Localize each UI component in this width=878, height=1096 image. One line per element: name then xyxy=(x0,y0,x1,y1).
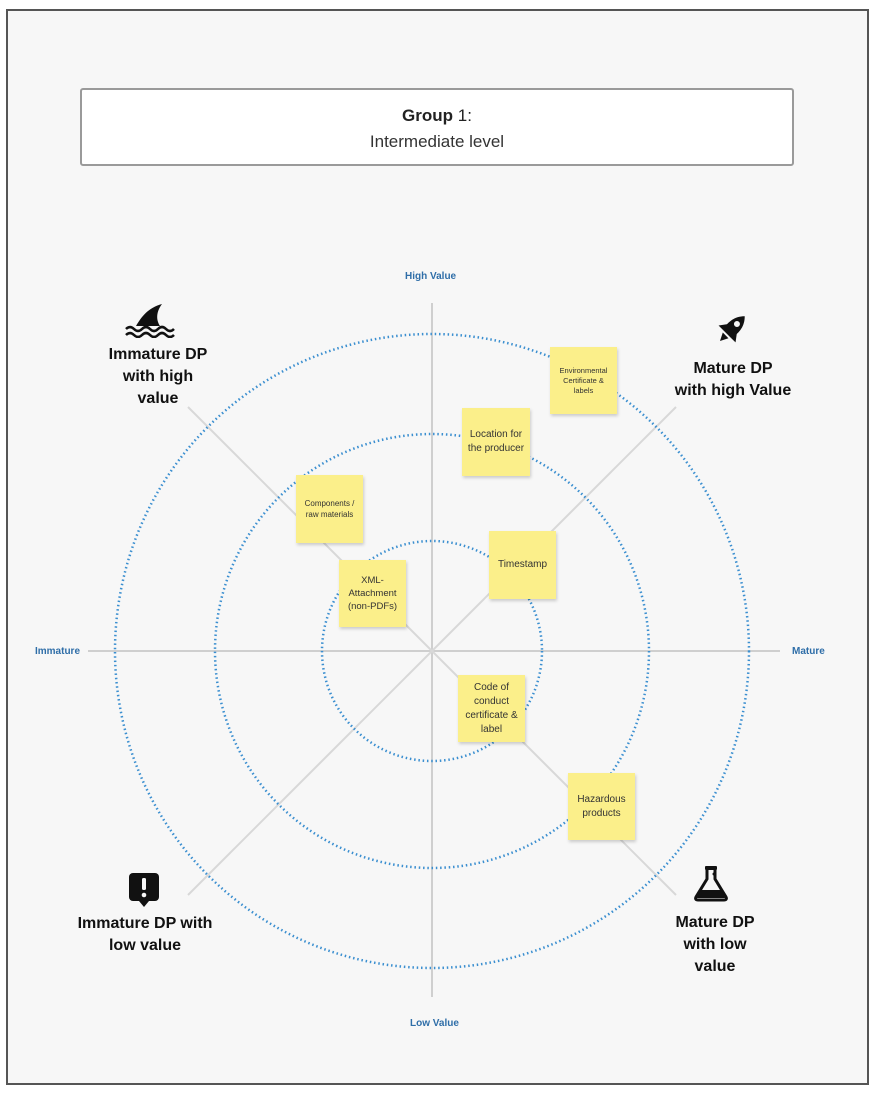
sticky-note-components[interactable]: Components / raw materials xyxy=(296,475,363,543)
quadrant-label-bottom-right: Mature DP with low value xyxy=(660,912,770,978)
sticky-note-xml-attachment[interactable]: XML-Attachment (non-PDFs) xyxy=(339,560,406,627)
quadrant-line: low value xyxy=(108,937,182,954)
quadrant-label-top-right: Mature DP with high Value xyxy=(658,358,808,402)
sticky-note-location[interactable]: Location for the producer xyxy=(462,408,530,476)
quadrant-line: Immature DP xyxy=(108,346,208,363)
quadrant-line: with high Value xyxy=(674,382,792,399)
quadrant-line: value xyxy=(137,390,179,407)
quadrant-label-top-left: Immature DP with high value xyxy=(95,344,221,410)
axis-label-top: High Value xyxy=(405,271,457,282)
subtitle: Intermediate level xyxy=(369,132,505,151)
rocket-icon xyxy=(718,316,745,343)
quadrant-line: Mature DP xyxy=(693,360,773,377)
title-number: 1: xyxy=(453,106,472,125)
title-line: Group 1: xyxy=(82,106,792,126)
sticky-note-timestamp[interactable]: Timestamp xyxy=(489,531,556,599)
axis-label-right: Mature xyxy=(792,646,825,657)
quadrant-line: value xyxy=(694,958,736,975)
axis-label-left: Immature xyxy=(35,646,81,657)
axis-label-bottom: Low Value xyxy=(410,1018,459,1029)
quadrant-line: with low xyxy=(683,936,747,953)
sticky-note-environmental[interactable]: Environmental Certificate & labels xyxy=(550,347,617,414)
quadrant-label-bottom-left: Immature DP with low value xyxy=(64,913,226,957)
title-box: Group 1: Intermediate level xyxy=(80,88,794,166)
title-bold: Group xyxy=(402,106,454,125)
shark-fin-icon xyxy=(125,304,175,338)
middle-ring xyxy=(213,432,651,870)
alert-bubble-icon xyxy=(129,873,159,907)
sticky-note-code-of-conduct[interactable]: Code of conduct certificate & label xyxy=(458,675,525,742)
sticky-note-hazardous[interactable]: Hazardous products xyxy=(568,773,635,840)
quadrant-line: with high xyxy=(122,368,194,385)
board-frame xyxy=(6,9,869,1085)
quadrant-line: Mature DP xyxy=(675,914,755,931)
inner-ring xyxy=(320,539,544,763)
flask-icon xyxy=(694,866,728,902)
diagonal-axis-rising xyxy=(187,406,677,896)
outer-ring xyxy=(113,332,751,970)
quadrant-line: Immature DP with xyxy=(77,915,213,932)
